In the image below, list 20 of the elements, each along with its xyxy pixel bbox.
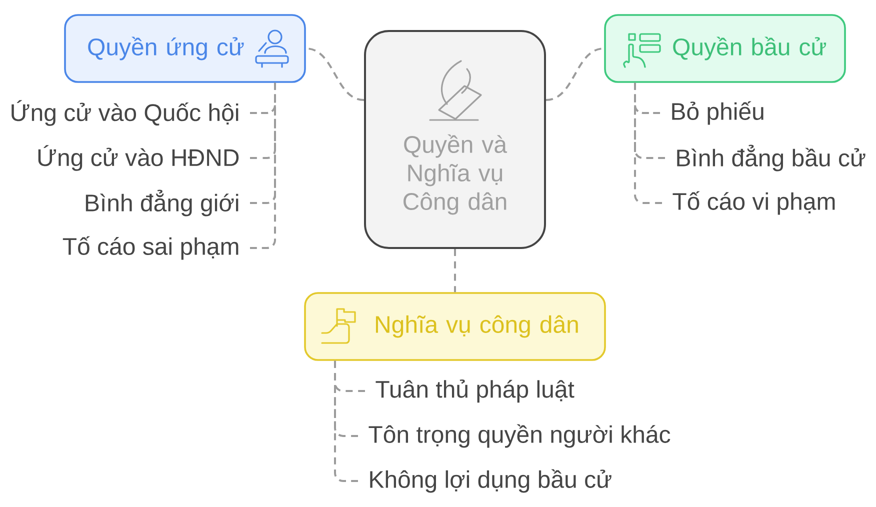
subtopic-text: Tố cáo sai phạm xyxy=(62,236,238,260)
connector xyxy=(334,360,358,482)
connector xyxy=(250,82,276,249)
subtopic-text: Bình đẳng bầu cử xyxy=(677,144,866,172)
connector xyxy=(546,48,604,101)
subtopic-text: Ứng cử vào Quốc hội xyxy=(12,100,238,126)
subtopic-text: Tôn trọng quyền người khác xyxy=(368,424,670,448)
topic-box: Quyền ứng cử xyxy=(64,14,306,83)
connector xyxy=(634,82,662,204)
subtopic-text: Bình đẳng giới xyxy=(86,190,238,216)
subtopic-text: Tuân thủ pháp luật xyxy=(376,379,574,403)
subtopic-text: Tố cáo vi phạm xyxy=(672,191,835,215)
connector xyxy=(306,48,364,101)
subtopic-text: Ứng cử vào HĐND xyxy=(38,145,239,171)
subtopic-text: Bỏ phiếu xyxy=(672,101,764,125)
topic-box: Quyền bầu cử xyxy=(604,14,846,83)
subtopic-text: Không lợi dụng bầu cử xyxy=(370,469,612,493)
connector xyxy=(454,249,456,292)
central-topic-box: Quyền và Nghĩa vụ Công dân xyxy=(364,30,546,249)
topic-box: Nghĩa vụ công dân xyxy=(304,292,606,361)
